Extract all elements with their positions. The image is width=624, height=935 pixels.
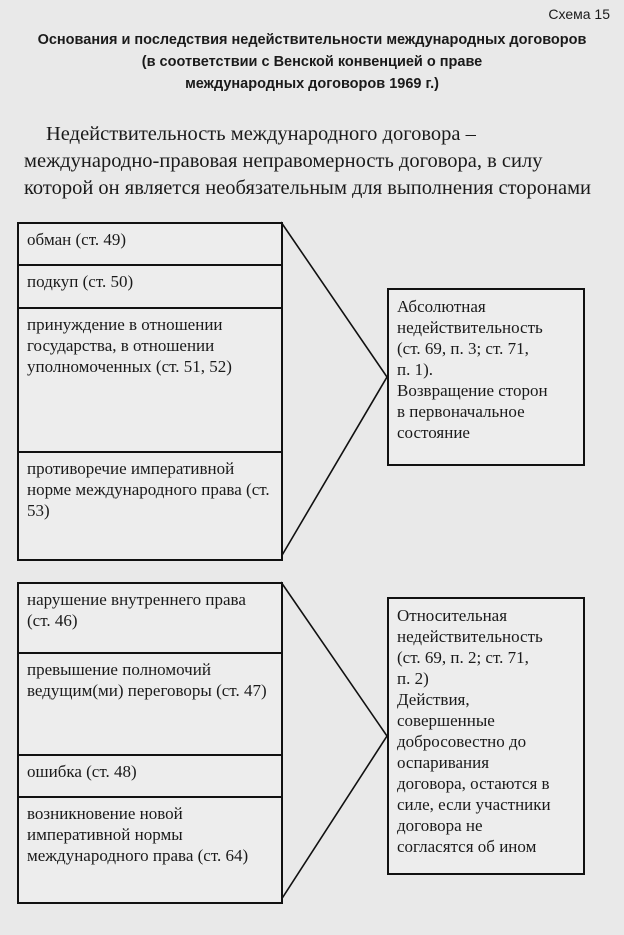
result-line: в первоначальное [397, 402, 525, 421]
ground-coercion: принуждение в отношении государства, в о… [19, 309, 281, 453]
result-line: п. 1). [397, 360, 434, 379]
result-line: Относительная [397, 606, 508, 625]
relative-invalidity-box: Относительная недействительность (ст. 69… [387, 597, 585, 875]
result-line: Действия, [397, 690, 470, 709]
result-line: п. 2) [397, 669, 429, 688]
connector-absolute [280, 221, 388, 558]
result-line: (ст. 69, п. 2; ст. 71, [397, 648, 529, 667]
result-line: договора не [397, 816, 483, 835]
result-line: добросовестно до [397, 732, 527, 751]
absolute-invalidity-box: Абсолютная недействительность (ст. 69, п… [387, 288, 585, 466]
result-line: недействительность [397, 318, 543, 337]
ground-jus-cogens: противоречие императивной норме междунар… [27, 459, 270, 520]
result-line: Абсолютная [397, 297, 486, 316]
ground-bribery: подкуп (ст. 50) [19, 266, 281, 309]
scheme-label: Схема 15 [548, 6, 610, 22]
connector-relative [280, 581, 388, 901]
result-line: согласятся об ином [397, 837, 537, 856]
result-line: оспаривания [397, 753, 490, 772]
result-line: договора, остаются в [397, 774, 550, 793]
relative-grounds-group: нарушение внутреннего права (ст. 46) пре… [17, 582, 283, 904]
ground-fraud: обман (ст. 49) [19, 224, 281, 266]
title-line-3: международных договоров 1969 г.) [185, 76, 439, 92]
title-line-2: (в соответствии с Венской конвенцией о п… [141, 54, 483, 70]
definition-text: Недействительность международного догово… [24, 123, 592, 199]
result-line: недействительность [397, 627, 543, 646]
result-line: силе, если участники [397, 795, 551, 814]
ground-new-jus-cogens: возникновение новой императивной нормы м… [27, 804, 249, 865]
result-line: состояние [397, 423, 470, 442]
absolute-grounds-group: обман (ст. 49) подкуп (ст. 50) принужден… [17, 222, 283, 561]
result-line: Возвращение сторон [397, 381, 548, 400]
ground-error: ошибка (ст. 48) [19, 756, 281, 798]
ground-internal-law: нарушение внутреннего права (ст. 46) [19, 584, 281, 654]
ground-excess-powers: превышение полномочий ведущим(ми) перего… [19, 654, 281, 756]
result-line: совершенные [397, 711, 495, 730]
title-line-1: Основания и последствия недействительнос… [37, 32, 587, 48]
result-line: (ст. 69, п. 3; ст. 71, [397, 339, 529, 358]
